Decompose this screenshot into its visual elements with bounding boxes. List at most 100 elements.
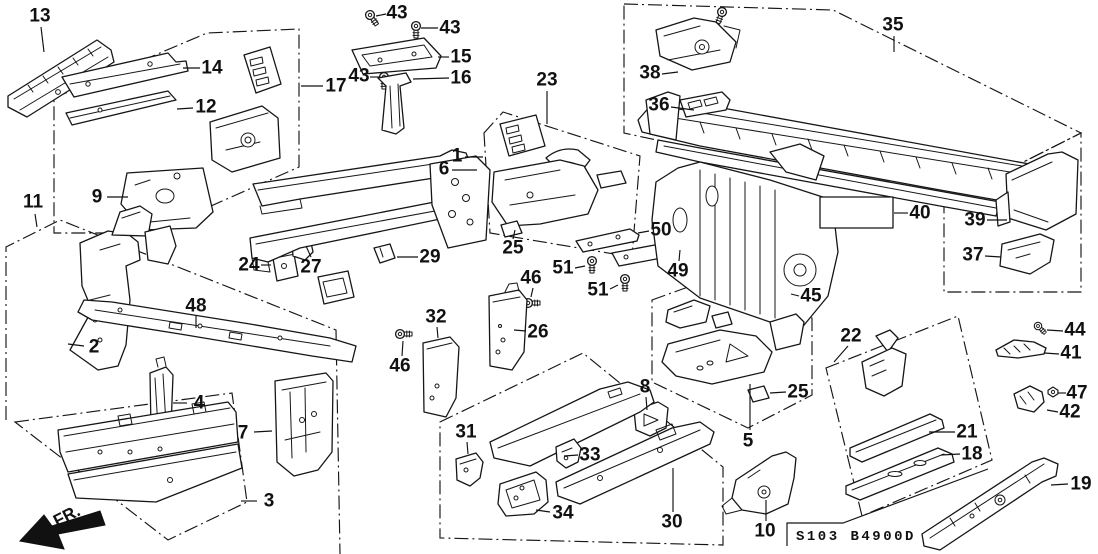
part-label-3-37: 3 (264, 491, 275, 512)
bolt-43-b (410, 20, 422, 39)
leader-line-37-19 (984, 255, 1002, 258)
leader-line-31-38 (466, 441, 469, 455)
part-label-22-46: 22 (840, 326, 861, 347)
leader-line-2-33 (67, 343, 85, 347)
fr-direction-arrow: FR. (19, 501, 106, 550)
leader-line-18-48 (940, 453, 961, 456)
part-1-6-rails (249, 149, 491, 273)
leader-line-33-39 (563, 454, 579, 457)
part-38-bracket (655, 17, 741, 71)
bolt-44 (1032, 320, 1049, 337)
part-14-rail (61, 52, 189, 98)
part-19-rail (921, 457, 1059, 551)
leader-line-32-30 (436, 326, 439, 339)
leader-line-25-23 (512, 229, 516, 240)
part-2-side-panel (69, 230, 141, 371)
part-label-29-22: 29 (419, 247, 440, 268)
leader-line-43-6 (375, 13, 387, 17)
leader-line-12-2 (176, 107, 194, 110)
leader-line-44-50 (1046, 329, 1064, 332)
part-29-clip (373, 243, 396, 264)
leader-line-50-24 (637, 230, 650, 234)
part-39-gusset (995, 151, 1079, 231)
part-50-strap (575, 228, 640, 253)
part-33-bracket (555, 438, 582, 469)
part-34-bracket (497, 471, 549, 517)
part-label-16-9: 16 (450, 68, 471, 89)
part-label-31-38: 31 (455, 422, 477, 443)
bolt-51-a (586, 255, 598, 274)
part-label-43-7: 43 (439, 18, 460, 39)
part-label-15-8: 15 (450, 47, 472, 68)
leader-line-45-32 (790, 293, 800, 297)
diagram-code: S103 B4900D (796, 529, 916, 545)
part-3-bumper-beam (57, 401, 243, 503)
part-label-34-40: 34 (552, 503, 574, 524)
part-48-crossmember (77, 299, 357, 363)
part-label-41-51: 41 (1060, 343, 1082, 364)
part-18-rail (845, 447, 955, 501)
part-label-43-10: 43 (348, 66, 369, 87)
leader-line-19-49 (1050, 483, 1069, 486)
part-label-17-3: 17 (325, 76, 346, 97)
part-label-39-18: 39 (964, 210, 985, 231)
leader-line-49-25 (678, 249, 681, 262)
box-group-17 (53, 28, 300, 234)
part-40-dashboard (651, 143, 839, 331)
part-label-12-2: 12 (195, 97, 216, 118)
part-42-bracket (1013, 385, 1045, 413)
box-group-22 (825, 315, 993, 517)
part-label-32-30: 32 (425, 307, 446, 328)
part-label-46-31: 46 (389, 356, 410, 377)
box-group-23 (483, 111, 641, 258)
part-label-46-28: 46 (520, 268, 541, 289)
part-label-6-13: 6 (439, 159, 450, 180)
leader-line-26-29 (513, 329, 527, 332)
part-7-bulkhead-side (274, 372, 334, 477)
part-30-rails (489, 381, 715, 505)
part-label-24-20: 24 (238, 255, 260, 276)
part-22-group (861, 329, 907, 397)
part-label-19-49: 19 (1070, 474, 1091, 495)
part-21-rail (849, 413, 945, 463)
part-label-4-35: 4 (194, 393, 205, 414)
part-label-14-1: 14 (201, 58, 223, 79)
part-label-37-19: 37 (962, 245, 983, 266)
part-26-plate (488, 282, 528, 371)
part-35-cowl-top (637, 91, 1073, 217)
leader-line-34-40 (535, 509, 551, 513)
code-corner-line (786, 468, 989, 546)
part-41-stiffener (995, 339, 1047, 359)
part-label-42-53: 42 (1059, 402, 1080, 423)
box-group-30 (439, 352, 724, 546)
part-12-rail (65, 90, 177, 126)
leader-line-16-9 (412, 77, 450, 80)
part-label-51-26: 51 (552, 258, 574, 279)
part-28-channel (317, 270, 355, 305)
part-label-10-43: 10 (754, 521, 775, 542)
part-32-plate (422, 336, 460, 418)
leader-line-22-46 (833, 345, 849, 363)
part-label-26-29: 26 (527, 322, 548, 343)
part-label-40-17: 40 (909, 203, 930, 224)
part-15-plate (351, 37, 442, 75)
part-label-36-15: 36 (648, 95, 669, 116)
bolt-46-b (394, 328, 413, 340)
part-label-49-25: 49 (667, 261, 688, 282)
part-label-5-44: 5 (743, 431, 754, 452)
part-label-44-50: 44 (1064, 320, 1086, 341)
part-label-25-23: 25 (502, 238, 524, 259)
part-37-bracket (999, 233, 1055, 275)
part-label-9-4: 9 (92, 187, 103, 208)
part-label-38-14: 38 (639, 63, 660, 84)
leader-line-51-26 (574, 265, 586, 269)
part-label-7-36: 7 (238, 423, 249, 444)
leader-line-46-28 (530, 287, 534, 298)
nut-47 (1047, 386, 1059, 398)
part-40-callout-box (819, 196, 894, 229)
leader-line-25-45 (769, 391, 787, 394)
part-2-upper-bracket (111, 205, 177, 265)
